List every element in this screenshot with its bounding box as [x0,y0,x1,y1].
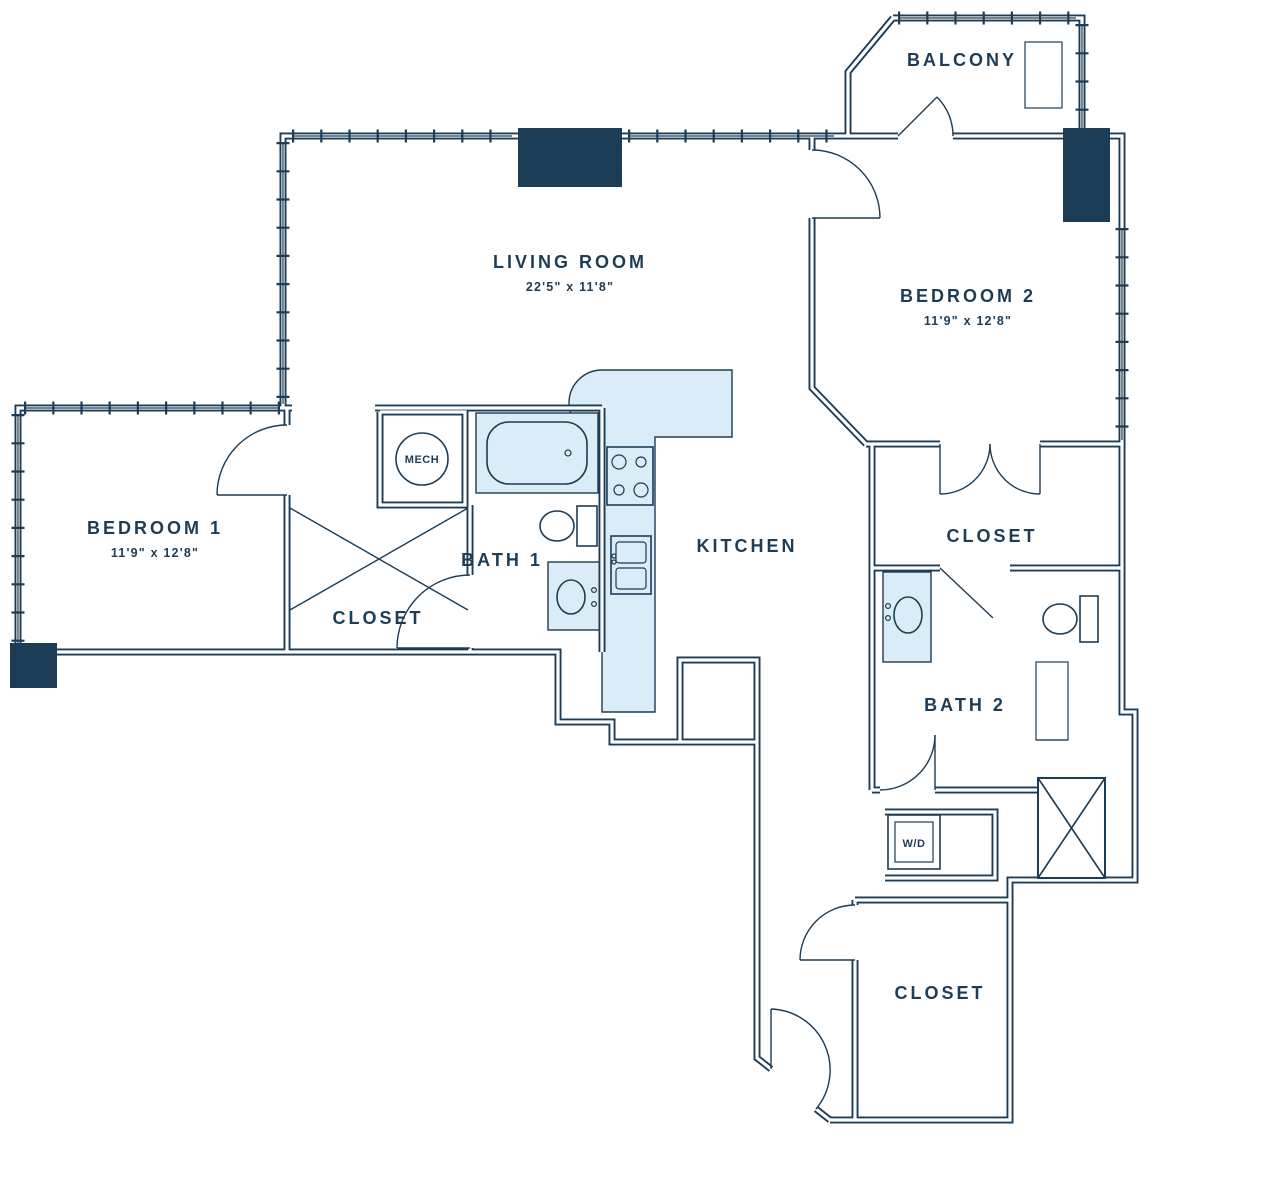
bathtub [486,421,588,485]
door-closet2-to-bath2 [939,567,994,619]
label-bedroom-2: BEDROOM 2 [900,286,1036,306]
label-bedroom-1: BEDROOM 1 [87,518,223,538]
bathtub-surround [475,412,599,494]
label-washer-dryer: W/D [903,838,926,850]
door-closet1-bifold [289,507,469,611]
door-closet2-double [939,443,1041,495]
sink-bath2 [884,596,923,634]
label-bath-2: BATH 2 [924,695,1006,715]
toilet-bath2 [1042,595,1099,643]
column-top-right [1063,128,1110,222]
stove [606,446,654,506]
label-mech: MECH [405,454,439,466]
balcony-planter [1024,41,1063,109]
bath2-cabinet [1035,661,1069,741]
elevator-shaft [1037,777,1106,879]
label-closet-1: CLOSET [332,608,423,628]
column-top-center [518,128,622,187]
door-entry [770,1008,831,1110]
kitchen-sink [610,535,652,595]
door-bedroom2 [811,149,881,219]
bath1-vanity [547,561,603,631]
door-bedroom1 [216,424,288,496]
label-bath-1: BATH 1 [461,550,543,570]
label-kitchen: KITCHEN [697,536,798,556]
label-closet-2: CLOSET [946,526,1037,546]
bath2-vanity [882,571,932,663]
sink-bath1 [556,579,597,615]
label-living-room-dims: 22'5" x 11'8" [526,280,614,294]
washer-dryer [887,814,941,870]
label-bedroom-1-dims: 11'9" x 12'8" [111,546,199,560]
mech-closet [395,432,449,486]
column-bottom-left [10,643,57,688]
label-balcony: BALCONY [907,50,1017,70]
toilet-bath1 [539,505,598,547]
door-bath2 [879,734,936,791]
door-bath1 [396,574,471,649]
door-balcony [897,96,954,137]
windows [11,11,1129,648]
door-closet3 [799,904,856,961]
label-bedroom-2-dims: 11'9" x 12'8" [924,314,1012,328]
label-living-room: LIVING ROOM [493,252,647,272]
label-closet-3: CLOSET [894,983,985,1003]
